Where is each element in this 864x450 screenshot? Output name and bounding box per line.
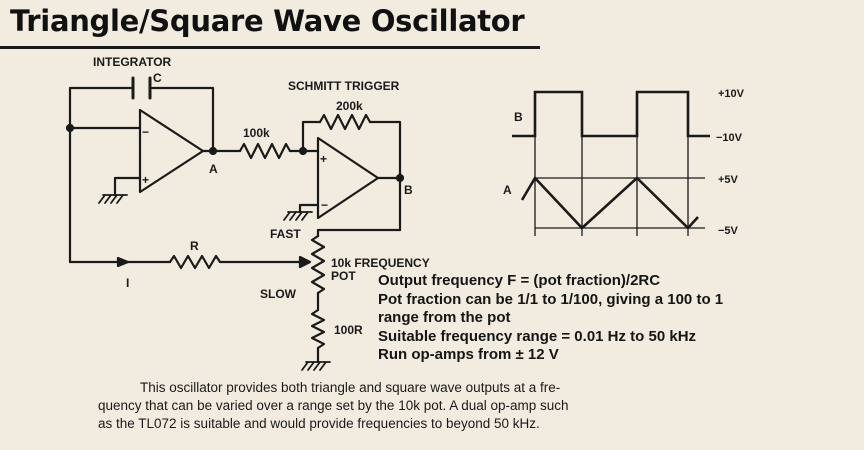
slow-label: SLOW [260,287,297,301]
spec-output-frequency: Output frequency F = (pot fraction)/2RC [378,272,661,289]
resistor-200k-label: 200k [336,99,363,113]
plus10-label: +10V [718,88,745,100]
square-wave-label: B [514,110,523,124]
junction-dot [65,123,75,133]
current-arrow [116,256,130,268]
triangle-wave [520,175,699,230]
spec-pot-fraction: Pot fraction can be 1/1 to 1/100, giving… [378,290,724,308]
pot-label-line2: POT [331,269,356,283]
capacitor-label: C [153,71,162,85]
integrator-plus-sign: + [142,173,149,187]
caption-line-1: This oscillator provides both triangle a… [140,380,561,395]
resistor-100r [310,308,326,350]
integrator-minus-sign: − [142,125,149,139]
spec-supply: Run op-amps from ± 12 V [378,346,559,363]
resistor-r-label: R [190,239,199,253]
schmitt-feedback-right [368,120,402,182]
pot-resistor [310,234,326,295]
minus10-label: −10V [716,132,743,144]
node-a-label: A [209,162,218,176]
title-underline [0,46,540,49]
schmitt-ground [283,211,313,221]
integrator-ground [98,194,128,204]
triangle-wave-label: A [503,183,512,197]
resistor-r [168,254,222,270]
resistor-200k [318,113,372,131]
node-a-dot [208,146,218,156]
caption-line-2: quency that can be varied over a range s… [98,398,569,413]
bottom-ground [301,361,331,371]
square-wave [512,90,710,138]
waveform-panel: B A +10V −10V +5V −5V [503,88,745,237]
feedback-wire-right [68,86,135,264]
resistor-100k [238,142,292,160]
schmitt-output-wire [376,176,402,232]
specifications: Output frequency F = (pot fraction)/2RC … [378,272,858,365]
resistor-100r-label: 100R [334,323,363,337]
wire-b-down [316,228,402,238]
plus5-label: +5V [718,174,739,186]
fast-label: FAST [270,227,301,241]
feedback-wire-left [148,86,215,155]
node-b-label: B [404,183,413,197]
schmitt-plus-sign: + [320,152,327,166]
spec-frequency-range: Suitable frequency range = 0.01 Hz to 50… [378,327,697,345]
integrator-opamp [138,108,205,194]
integrator-label: INTEGRATOR [93,55,172,69]
schmitt-feedback-left [301,120,322,153]
schmitt-opamp [316,136,380,220]
minus5-label: −5V [718,225,739,237]
integrator-ground-wire [113,176,142,197]
wiper-arrow [298,255,312,269]
caption: This oscillator provides both triangle a… [98,379,860,433]
node-b-dot [395,173,405,183]
pot-label-line1: 10k FREQUENCY [331,256,430,270]
resistor-100k-label: 100k [243,126,270,140]
page-title: Triangle/Square Wave Oscillator [10,4,525,38]
spec-pot-fraction-cont: range from the pot [378,309,511,326]
schmitt-trigger-label: SCHMITT TRIGGER [288,79,400,93]
caption-line-3: as the TL072 is suitable and would provi… [98,416,540,431]
schmitt-ground-wire [298,203,320,214]
current-label: I [126,276,129,290]
schmitt-minus-sign: − [321,198,328,212]
